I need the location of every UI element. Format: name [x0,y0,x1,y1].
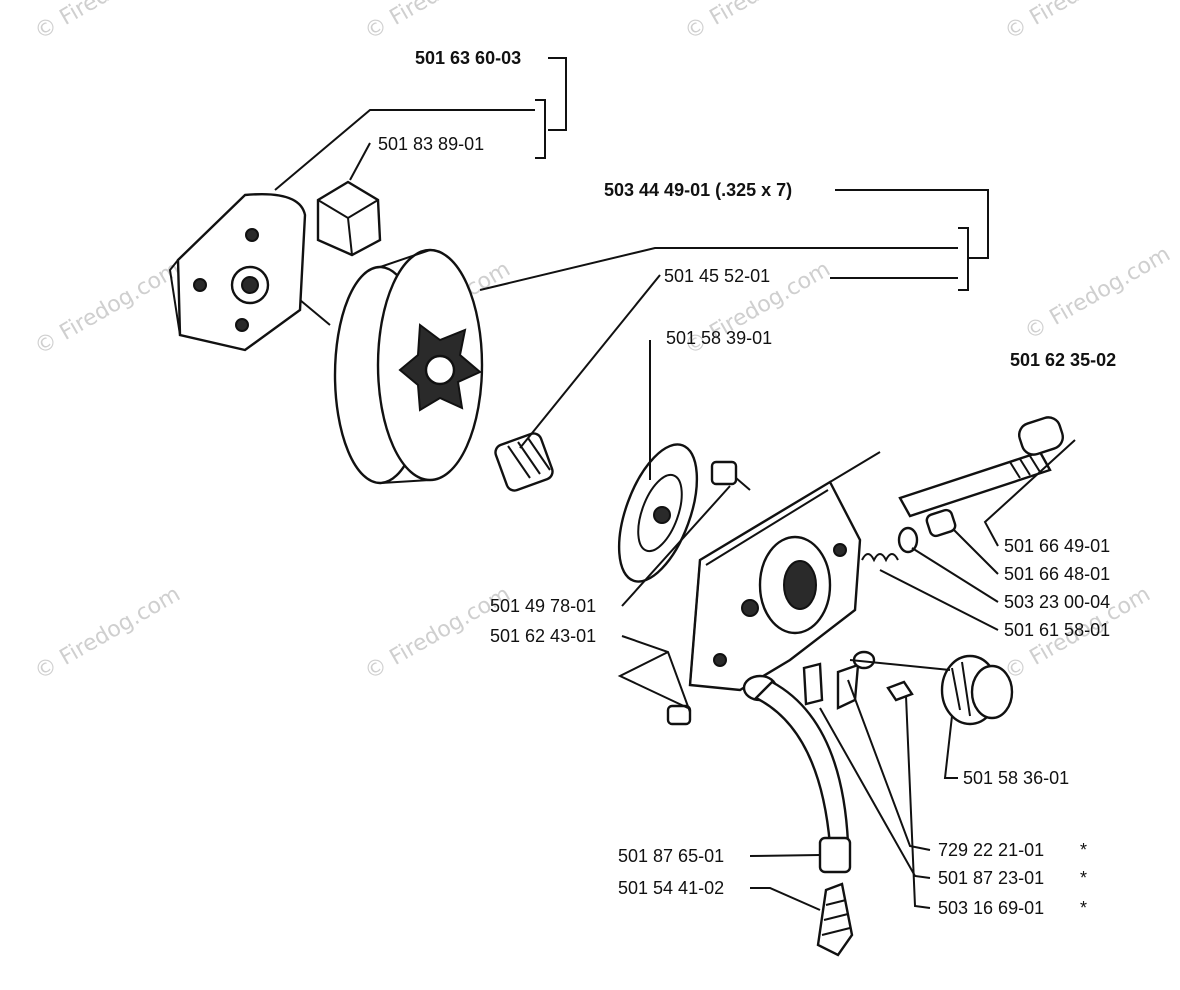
label-worm-gear: 501 58 36-01 [963,768,1069,788]
watermark: © Firedog.com [31,0,185,45]
clutch-spring-drawing [316,180,382,257]
label-oil-hose: 501 87 65-01 [618,846,724,866]
asterisk-clip: * [1080,840,1087,860]
pump-shaft-drawing [898,416,1064,538]
label-clutch-assembly: 501 63 60-03 [415,48,521,68]
label-drum-assembly: 503 44 49-01 (.325 x 7) [604,180,792,200]
label-screw-b: 501 62 43-01 [490,626,596,646]
watermark: © Firedog.com [361,0,515,45]
watermark: © Firedog.com [681,0,835,45]
label-clutch-spring: 501 83 89-01 [378,134,484,154]
watermark: © Firedog.com [31,582,185,685]
label-screw-a: 501 49 78-01 [490,596,596,616]
adjust-screw-drawing [886,680,914,702]
asterisk-hose-clamp: * [1080,868,1087,888]
labels: 501 63 60-03 501 83 89-01 503 44 49-01 (… [378,48,1116,918]
washer-drawing [617,443,699,583]
small-nut-drawing [666,704,692,726]
oil-hose-drawing [742,674,852,874]
label-filter: 501 54 41-02 [618,878,724,898]
label-pump-shaft: 501 66 49-01 [1004,536,1110,556]
watermark: © Firedog.com [1021,242,1175,345]
label-sleeve: 501 66 48-01 [1004,564,1110,584]
filter-drawing [816,882,854,957]
clutch-drum-drawing [333,248,484,485]
screw-b-drawing [802,662,824,706]
label-spring: 501 61 58-01 [1004,620,1110,640]
worm-gear-drawing [940,654,1014,726]
spring-drawing [861,526,919,563]
label-washer-small: 503 23 00-04 [1004,592,1110,612]
label-adjust-screw: 503 16 69-01 [938,898,1044,918]
clutch-assembly-drawing [168,193,331,352]
label-needle-bearing: 501 45 52-01 [664,266,770,286]
label-pump-assembly: 501 62 35-02 [1010,350,1116,370]
label-hose-clamp: 501 87 23-01 [938,868,1044,888]
leader-lines [274,57,1076,911]
asterisk-adjust-screw: * [1080,898,1087,918]
needle-bearing-drawing [494,432,554,492]
watermark: © Firedog.com [31,257,185,360]
screw-a-drawing [710,460,751,491]
watermark: © Firedog.com [1001,0,1155,45]
pump-housing-drawing [688,451,881,692]
label-washer: 501 58 39-01 [666,328,772,348]
label-clip: 729 22 21-01 [938,840,1044,860]
